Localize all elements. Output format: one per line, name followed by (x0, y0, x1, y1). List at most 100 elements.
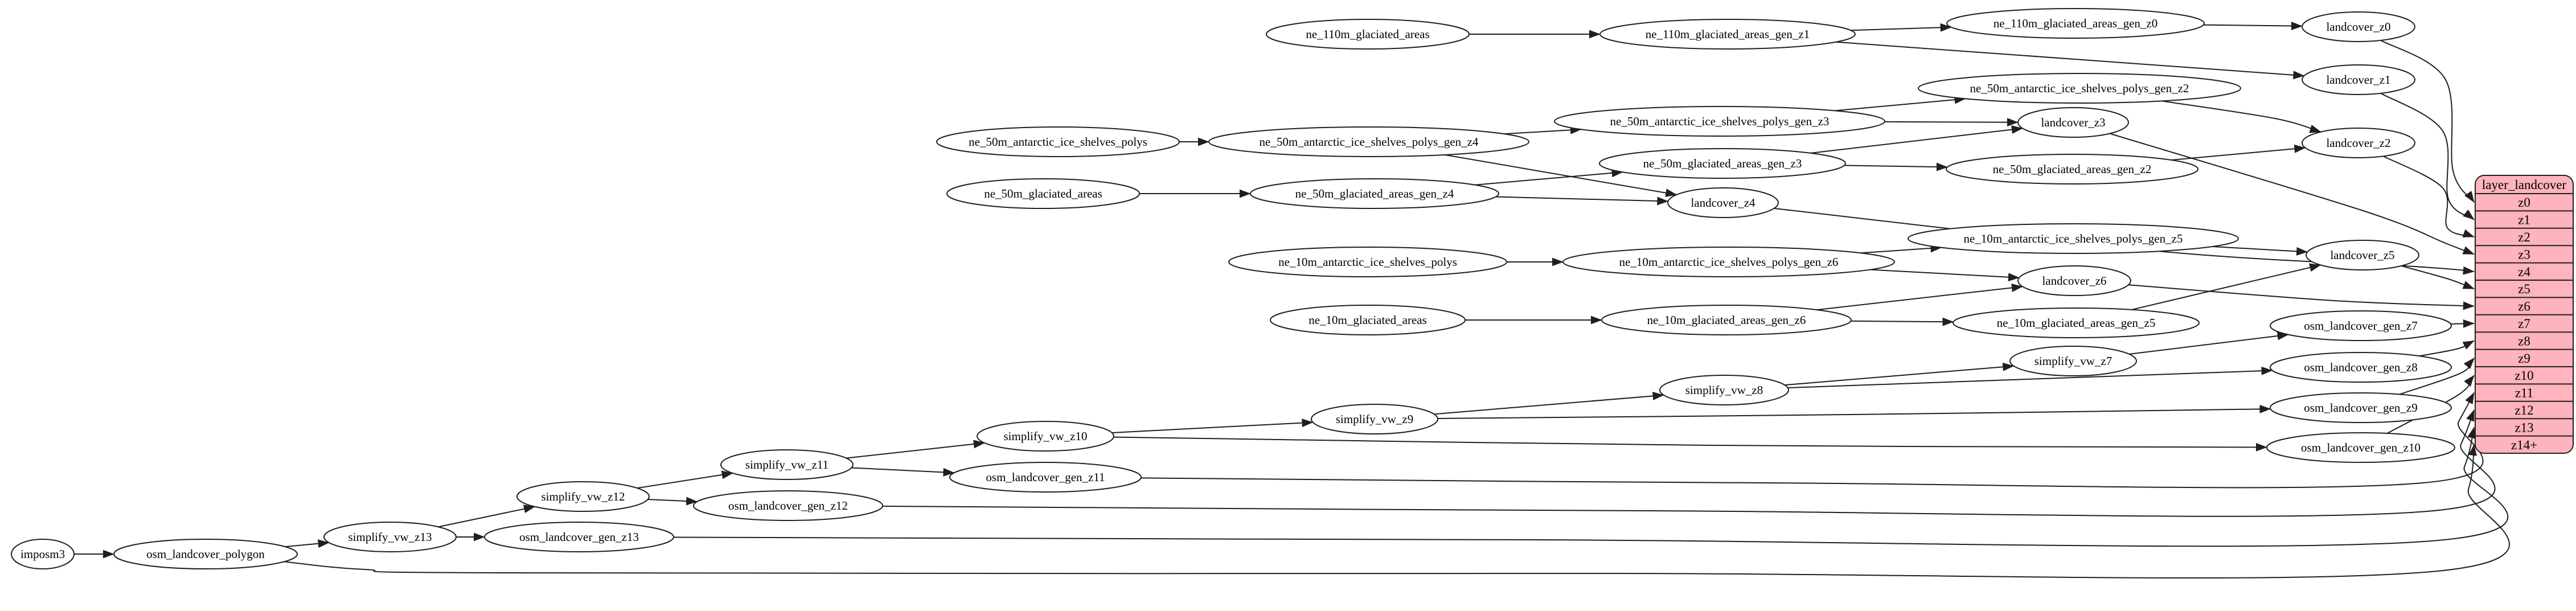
edges-layer (74, 22, 2510, 579)
node-osm_landcover_gen_z9: osm_landcover_gen_z9 (2270, 392, 2452, 423)
node-landcover_z1: landcover_z1 (2302, 64, 2415, 95)
node-label-simplify_vw_z10: simplify_vw_z10 (1004, 429, 1088, 443)
node-label-simplify_vw_z13: simplify_vw_z13 (348, 530, 432, 544)
node-shape-ne_50m_antarctic_ice_shelves_polys (936, 126, 1180, 157)
node-ne_50m_glaciated_areas: ne_50m_glaciated_areas (946, 178, 1140, 209)
node-label-osm_landcover_polygon: osm_landcover_polygon (146, 547, 265, 561)
node-osm_landcover_gen_z12: osm_landcover_gen_z12 (693, 490, 883, 521)
node-shape-ne_10m_glaciated_areas_gen_z5 (1952, 307, 2200, 338)
edge-landcover_z2-to-row-z2 (2383, 155, 2475, 237)
node-simplify_vw_z9: simplify_vw_z9 (1311, 404, 1438, 434)
edge-simplify_vw_z9-to-simplify_vw_z8 (1434, 391, 1664, 415)
node-shape-landcover_z1 (2302, 64, 2415, 95)
node-shape-ne_50m_antarctic_ice_shelves_polys_gen_z3 (1554, 106, 1885, 137)
node-shape-osm_landcover_gen_z12 (693, 490, 883, 521)
edge-simplify_vw_z8-to-simplify_vw_z7 (1785, 362, 2015, 386)
node-shape-osm_landcover_gen_z10 (2266, 432, 2455, 463)
node-shape-osm_landcover_gen_z9 (2270, 392, 2452, 423)
node-shape-simplify_vw_z8 (1659, 375, 1789, 405)
node-shape-ne_10m_antarctic_ice_shelves_polys_gen_z6 (1562, 247, 1895, 277)
node-label-simplify_vw_z7: simplify_vw_z7 (2034, 354, 2113, 368)
edge-ne_10m_glaciated_areas_gen_z6-to-ne_10m_glaciated_areas_gen_z5 (1851, 317, 1954, 326)
edge-landcover_z4-to-row-z4 (1774, 207, 2475, 275)
table-row-z0: z0 (2518, 195, 2530, 210)
node-shape-ne_50m_glaciated_areas (946, 178, 1140, 209)
node-label-ne_50m_antarctic_ice_shelves_polys: ne_50m_antarctic_ice_shelves_polys (969, 135, 1147, 149)
node-label-landcover_z1: landcover_z1 (2326, 73, 2390, 87)
node-shape-simplify_vw_z13 (323, 522, 457, 552)
node-ne_50m_glaciated_areas_gen_z4: ne_50m_glaciated_areas_gen_z4 (1250, 178, 1499, 209)
node-label-landcover_z4: landcover_z4 (1691, 196, 1755, 210)
edge-osm_landcover_polygon-to-simplify_vw_z13 (285, 539, 330, 548)
edge-ne_110m_glaciated_areas_gen_z0-to-landcover_z0 (2203, 22, 2303, 31)
node-simplify_vw_z11: simplify_vw_z11 (720, 449, 854, 480)
edge-simplify_vw_z9-to-osm_landcover_gen_z9 (1437, 404, 2271, 419)
node-landcover_z4: landcover_z4 (1667, 187, 1779, 218)
edge-osm_landcover_gen_z10-to-row-z10 (2386, 375, 2475, 434)
node-label-ne_10m_glaciated_areas: ne_10m_glaciated_areas (1308, 313, 1427, 327)
edge-ne_50m_antarctic_ice_shelves_polys_gen_z4-to-landcover_z4 (1444, 154, 1677, 198)
node-label-ne_10m_antarctic_ice_shelves_polys_gen_z5: ne_10m_antarctic_ice_shelves_polys_gen_z… (1964, 232, 2183, 245)
node-shape-landcover_z2 (2302, 128, 2415, 158)
node-simplify_vw_z10: simplify_vw_z10 (977, 421, 1114, 452)
node-shape-simplify_vw_z12 (516, 481, 650, 512)
node-ne_10m_antarctic_ice_shelves_polys: ne_10m_antarctic_ice_shelves_polys (1228, 247, 1507, 277)
table-layer_landcover: layer_landcoverz0z1z2z3z4z5z6z7z8z9z10z1… (2475, 175, 2574, 454)
node-shape-osm_landcover_gen_z8 (2270, 352, 2452, 383)
edge-osm_landcover_gen_z11-to-row-z11 (1141, 392, 2484, 489)
node-ne_10m_glaciated_areas: ne_10m_glaciated_areas (1270, 305, 1466, 335)
node-shape-ne_10m_antarctic_ice_shelves_polys_gen_z5 (1908, 223, 2239, 254)
edge-ne_110m_glaciated_areas_gen_z1-to-landcover_z1 (1836, 41, 2305, 80)
edge-simplify_vw_z10-to-osm_landcover_gen_z10 (1113, 436, 2267, 452)
edge-landcover_z6-to-row-z6 (2128, 284, 2475, 310)
node-label-ne_110m_glaciated_areas_gen_z0: ne_110m_glaciated_areas_gen_z0 (1993, 17, 2157, 30)
edge-ne_50m_glaciated_areas_gen_z3-to-ne_50m_glaciated_areas_gen_z2 (1844, 162, 1948, 171)
node-shape-simplify_vw_z9 (1311, 404, 1438, 434)
node-shape-ne_50m_glaciated_areas_gen_z2 (1946, 154, 2198, 184)
node-label-ne_110m_glaciated_areas: ne_110m_glaciated_areas (1306, 27, 1429, 41)
edge-landcover_z0-to-row-z0 (2380, 40, 2475, 203)
edge-ne_50m_glaciated_areas_gen_z2-to-landcover_z2 (2171, 144, 2306, 161)
node-ne_10m_glaciated_areas_gen_z5: ne_10m_glaciated_areas_gen_z5 (1952, 307, 2200, 338)
node-ne_110m_glaciated_areas_gen_z1: ne_110m_glaciated_areas_gen_z1 (1599, 19, 1856, 50)
node-landcover_z5: landcover_z5 (2306, 240, 2419, 270)
node-label-ne_10m_antarctic_ice_shelves_polys: ne_10m_antarctic_ice_shelves_polys (1278, 255, 1457, 269)
node-label-landcover_z3: landcover_z3 (2041, 116, 2105, 129)
edge-osm_landcover_gen_z7-to-row-z7 (2450, 319, 2475, 328)
table-row-z9: z9 (2518, 351, 2530, 366)
table-row-z6: z6 (2518, 300, 2530, 314)
nodes-layer: ne_110m_glaciated_areas ne_110m_glaciated… (11, 8, 2455, 569)
table-row-z4: z4 (2518, 265, 2530, 279)
edge-simplify_vw_z12-to-simplify_vw_z11 (637, 470, 733, 489)
node-simplify_vw_z12: simplify_vw_z12 (516, 481, 650, 512)
node-label-ne_50m_antarctic_ice_shelves_polys_gen_z3: ne_50m_antarctic_ice_shelves_polys_gen_z… (1610, 114, 1830, 128)
node-label-ne_10m_glaciated_areas_gen_z6: ne_10m_glaciated_areas_gen_z6 (1647, 313, 1806, 327)
node-label-landcover_z5: landcover_z5 (2330, 248, 2394, 262)
node-shape-osm_landcover_gen_z7 (2270, 310, 2452, 341)
node-label-ne_50m_glaciated_areas_gen_z4: ne_50m_glaciated_areas_gen_z4 (1295, 187, 1454, 200)
node-label-simplify_vw_z11: simplify_vw_z11 (745, 458, 828, 471)
node-shape-landcover_z5 (2306, 240, 2419, 270)
node-shape-landcover_z6 (2017, 265, 2131, 296)
node-shape-ne_110m_glaciated_areas (1266, 19, 1470, 50)
node-label-osm_landcover_gen_z7: osm_landcover_gen_z7 (2304, 319, 2417, 333)
node-label-landcover_z6: landcover_z6 (2042, 274, 2106, 288)
node-label-ne_50m_glaciated_areas_gen_z3: ne_50m_glaciated_areas_gen_z3 (1643, 157, 1802, 170)
table-row-z7: z7 (2518, 317, 2530, 331)
node-label-osm_landcover_gen_z11: osm_landcover_gen_z11 (986, 470, 1105, 484)
node-label-ne_50m_glaciated_areas: ne_50m_glaciated_areas (984, 187, 1102, 200)
node-ne_110m_glaciated_areas: ne_110m_glaciated_areas (1266, 19, 1470, 50)
edge-ne_50m_glaciated_areas_gen_z3-to-landcover_z3 (1810, 125, 2023, 154)
edge-landcover_z1-to-row-z1 (2380, 93, 2475, 220)
node-ne_50m_glaciated_areas_gen_z2: ne_50m_glaciated_areas_gen_z2 (1946, 154, 2198, 184)
edge-ne_50m_antarctic_ice_shelves_polys_gen_z3-to-ne_50m_antarctic_ice_shelves_polys_gen_z2 (1835, 95, 1966, 112)
node-osm_landcover_gen_z10: osm_landcover_gen_z10 (2266, 432, 2455, 463)
node-shape-ne_50m_glaciated_areas_gen_z4 (1250, 178, 1499, 209)
node-shape-ne_50m_antarctic_ice_shelves_polys_gen_z4 (1208, 126, 1529, 157)
table-row-z1: z1 (2518, 213, 2530, 227)
node-shape-imposm3 (11, 539, 75, 569)
table-row-z14+: z14+ (2511, 438, 2537, 452)
node-label-ne_50m_antarctic_ice_shelves_polys_gen_z4: ne_50m_antarctic_ice_shelves_polys_gen_z… (1260, 135, 1479, 149)
